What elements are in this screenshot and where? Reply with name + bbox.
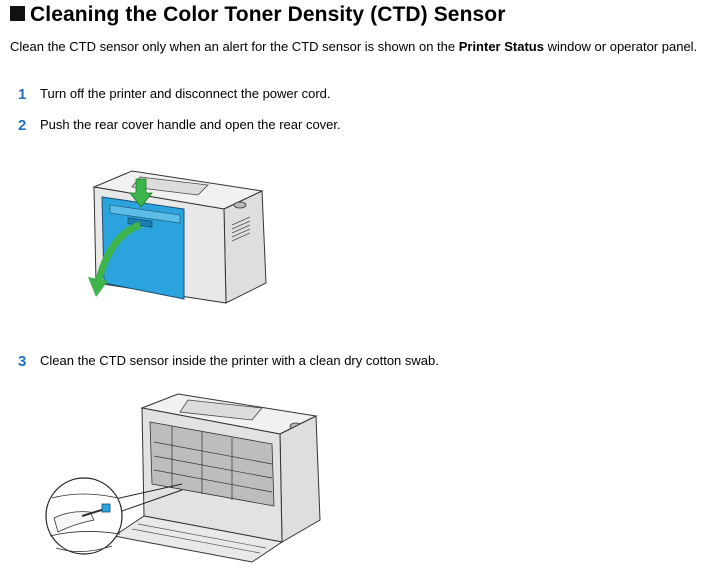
step-number: 3: [18, 353, 27, 370]
intro-paragraph: Clean the CTD sensor only when an alert …: [10, 38, 715, 56]
intro-text-end: window or operator panel.: [543, 39, 698, 54]
step-text: Push the rear cover handle and open the …: [40, 117, 341, 132]
step-3: 3 Clean the CTD sensor inside the printer…: [18, 353, 439, 370]
step-number: 1: [18, 86, 27, 103]
step-2: 2 Push the rear cover handle and open the…: [18, 117, 341, 134]
step-1: 1 Turn off the printer and disconnect the…: [18, 86, 331, 103]
square-bullet-icon: [10, 6, 25, 21]
intro-text-bold: Printer Status: [458, 39, 544, 54]
intro-text-start: Clean the CTD sensor only when an alert …: [10, 39, 459, 54]
rear-cover-open-illustration: [88, 170, 267, 304]
step-text: Turn off the printer and disconnect the …: [40, 86, 331, 101]
ctd-sensor-swab-illustration: [45, 393, 321, 563]
step-number: 2: [18, 117, 27, 134]
step-text: Clean the CTD sensor inside the printer …: [40, 353, 439, 368]
page-title-text: Cleaning the Color Toner Density (CTD) S…: [30, 3, 506, 26]
page-title: Cleaning the Color Toner Density (CTD) S…: [10, 3, 505, 27]
